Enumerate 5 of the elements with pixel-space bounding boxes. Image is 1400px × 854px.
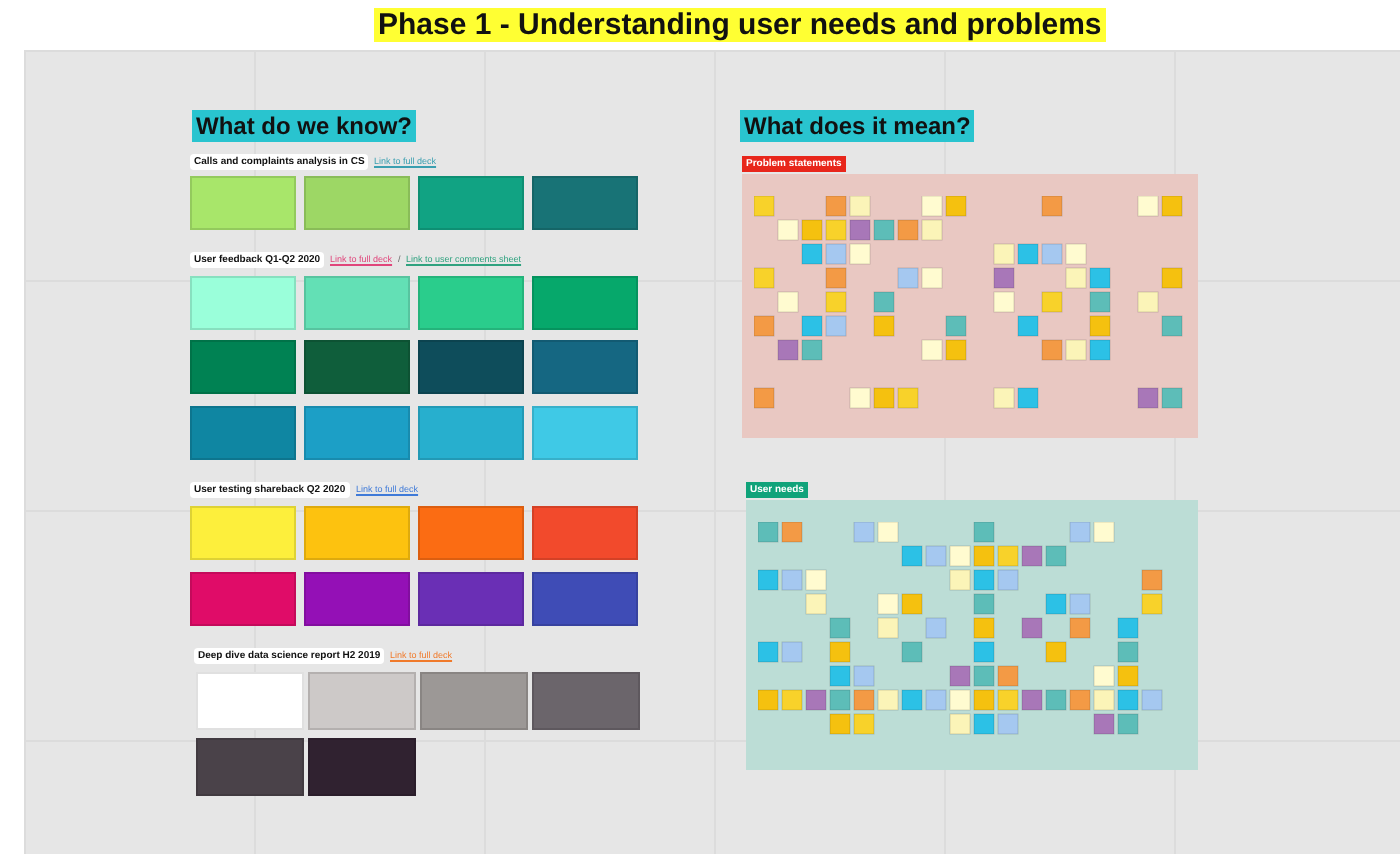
- section-heading: What do we know?: [192, 110, 416, 142]
- frame-panel: [746, 482, 1198, 770]
- section-heading: What does it mean?: [740, 110, 975, 142]
- frame-panel: [742, 156, 1198, 438]
- title: Phase 1 - Understanding user needs and problems: [374, 8, 1106, 42]
